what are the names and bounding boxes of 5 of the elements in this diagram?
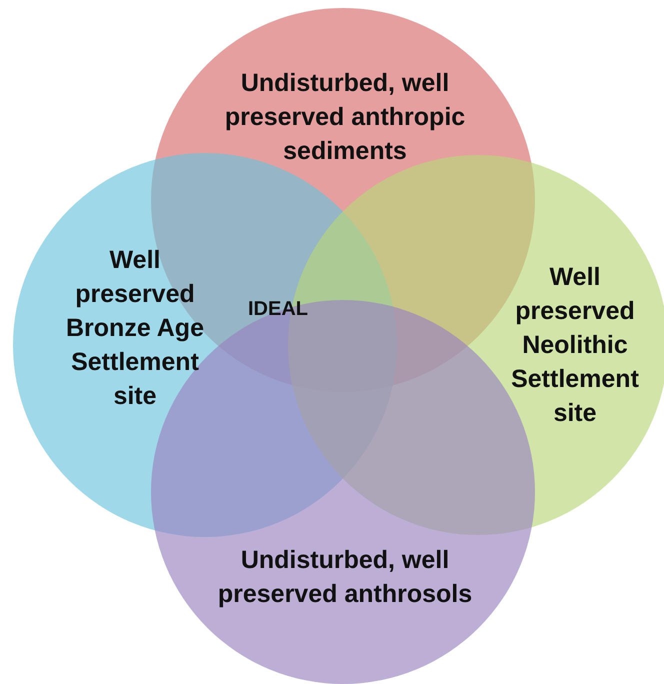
circle-label: Undisturbed, well preserved anthropic sediments — [224, 68, 466, 167]
center-label: IDEAL — [248, 298, 308, 321]
circle-label: Well preserved Neolithic Settlement site — [510, 262, 640, 429]
circle-label: Well preserved Bronze Age Settlement site — [65, 245, 205, 412]
circle-label: Undisturbed, well preserved anthrosols — [216, 545, 474, 610]
